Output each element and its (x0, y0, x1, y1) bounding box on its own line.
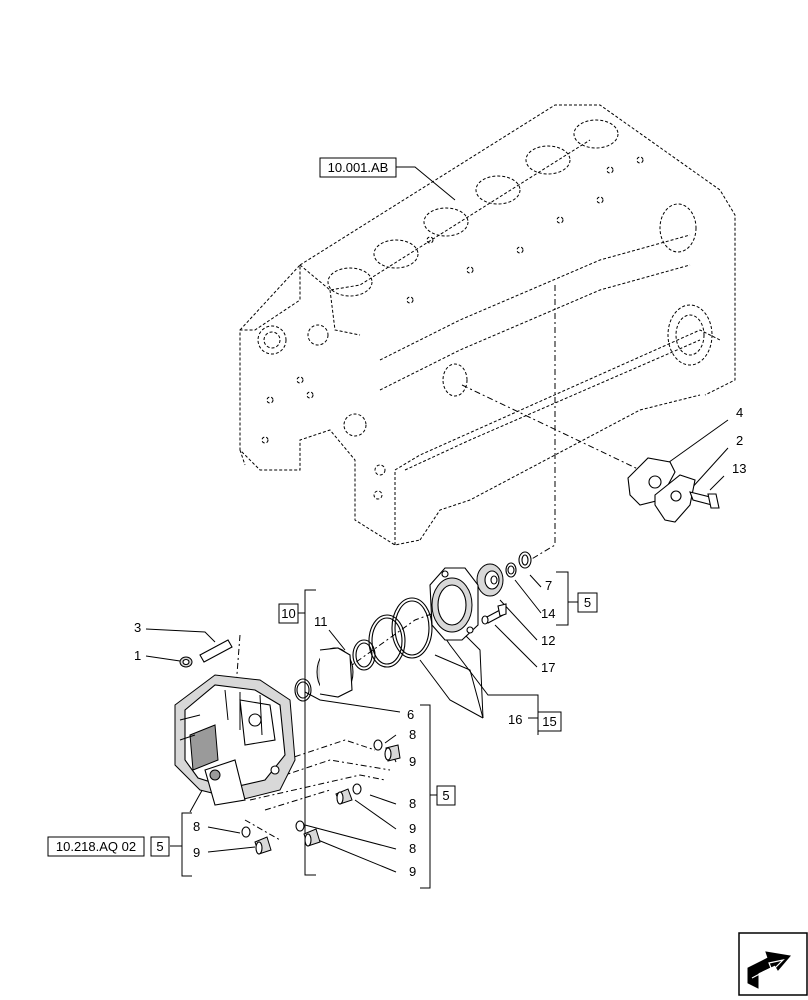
seal-ring-part-8d (241, 826, 251, 838)
high-pressure-pump (174, 674, 296, 806)
box-15[interactable]: 15 (537, 711, 562, 732)
label-9c: 9 (409, 864, 416, 879)
label-14: 14 (541, 606, 555, 621)
nut-part-1 (179, 656, 193, 668)
svg-text:15: 15 (542, 714, 556, 729)
bolt-part-13 (689, 491, 720, 509)
label-7: 7 (545, 578, 552, 593)
part-labels: 4 2 13 7 14 12 17 11 16 6 3 1 8 9 8 9 8 … (134, 405, 746, 879)
pump-reference-text: 10.218.AQ 02 (56, 839, 136, 854)
box-5-lower[interactable]: 5 (150, 836, 170, 857)
o-ring-part-6 (294, 678, 312, 702)
box-5-middle[interactable]: 5 (436, 785, 456, 806)
ring-part-7 (518, 551, 532, 569)
flange-housing-part (429, 567, 479, 641)
svg-text:10: 10 (281, 606, 295, 621)
union-part-9b (335, 788, 353, 805)
label-2: 2 (736, 433, 743, 448)
label-9d: 9 (193, 845, 200, 860)
stud-part-3 (199, 639, 233, 663)
o-rings-part-16 (368, 597, 433, 668)
svg-text:5: 5 (156, 839, 163, 854)
svg-text:5: 5 (584, 595, 591, 610)
label-13: 13 (732, 461, 746, 476)
box-5-upper[interactable]: 5 (577, 592, 598, 613)
next-page-arrow-icon[interactable] (738, 932, 808, 996)
label-4: 4 (736, 405, 743, 420)
plate-part-2 (654, 474, 696, 523)
bolt-part-17 (481, 603, 507, 625)
label-8d: 8 (193, 819, 200, 834)
label-1: 1 (134, 648, 141, 663)
label-6: 6 (407, 707, 414, 722)
label-9a: 9 (409, 754, 416, 769)
coupling-hub-part (316, 647, 354, 698)
o-ring-part-11 (352, 639, 376, 671)
label-11: 11 (314, 614, 328, 629)
engine-block-reference-text: 10.001.AB (328, 160, 389, 175)
seal-ring-part-8c (295, 820, 305, 832)
union-part-9c (303, 828, 321, 847)
union-part-9d (254, 836, 272, 855)
label-12: 12 (541, 633, 555, 648)
seal-ring-part-8a (373, 739, 383, 751)
box-10[interactable]: 10 (278, 603, 299, 624)
label-16: 16 (508, 712, 522, 727)
label-9b: 9 (409, 821, 416, 836)
label-8a: 8 (409, 727, 416, 742)
label-3: 3 (134, 620, 141, 635)
label-17: 17 (541, 660, 555, 675)
seal-ring-part-8b (352, 783, 362, 795)
gear-part-12 (476, 563, 504, 597)
ring-part-14 (505, 562, 517, 578)
svg-text:5: 5 (442, 788, 449, 803)
pump-reference[interactable]: 10.218.AQ 02 (47, 836, 145, 857)
label-8c: 8 (409, 841, 416, 856)
union-part-9a (384, 744, 401, 762)
engine-block-reference[interactable]: 10.001.AB (319, 157, 397, 178)
engine-bolt-holes (261, 156, 644, 500)
engine-block-outline (239, 104, 736, 546)
label-8b: 8 (409, 796, 416, 811)
